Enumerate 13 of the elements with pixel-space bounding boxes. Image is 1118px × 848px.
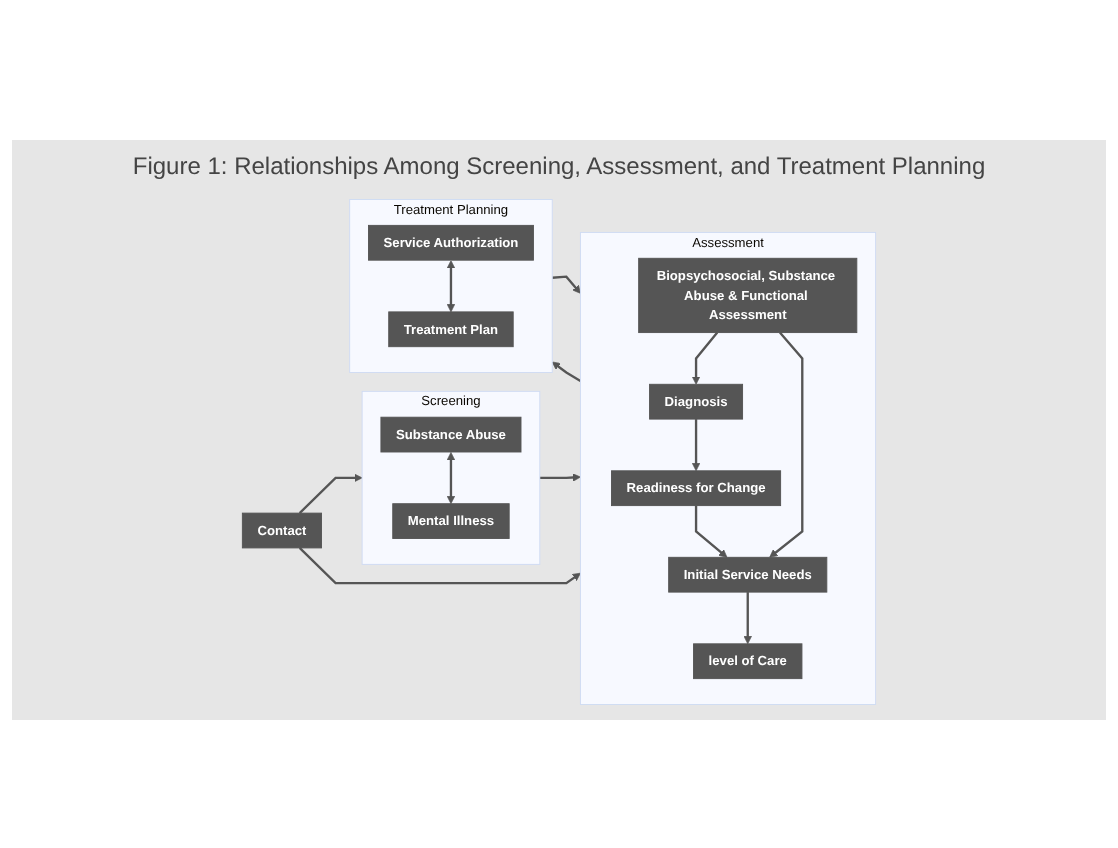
arrow [298,473,363,514]
arrow [298,547,581,585]
arrow [446,452,456,505]
arrow [446,260,456,313]
arrow [539,473,581,482]
arrow [551,361,582,382]
arrow [691,419,701,472]
arrow [743,592,752,645]
arrow [691,331,719,385]
arrow [694,505,728,558]
arrow [769,331,804,558]
arrow [552,275,581,294]
diagram-title: Figure 1: Relationships Among Screening, Assessment, and Treatment Planning [130,152,988,180]
